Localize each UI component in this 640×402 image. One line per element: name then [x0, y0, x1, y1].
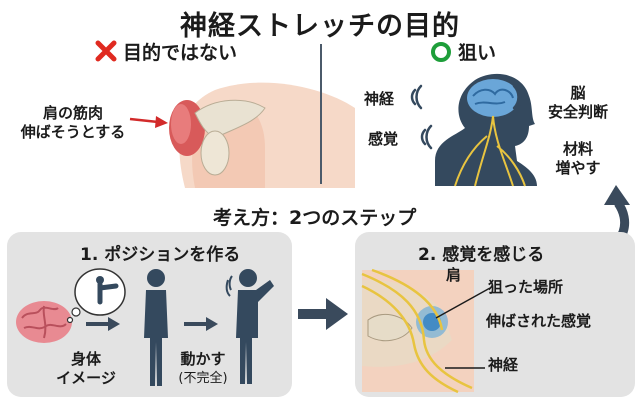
cross-icon — [95, 40, 117, 62]
divider — [320, 44, 322, 184]
signal-waves-icon — [420, 124, 433, 150]
material-line-2: 増やす — [555, 159, 601, 177]
material-line-1: 材料 — [562, 140, 593, 158]
material-label: 材料 増やす — [538, 140, 618, 178]
page-title: 神経ストレッチの目的 — [180, 11, 460, 42]
head-brain-illustration — [435, 73, 537, 187]
body-image-label: 身体 イメージ — [46, 350, 126, 388]
step2-heading: 2. 感覚を感じる — [418, 245, 545, 265]
brain-label: 脳 安全判断 — [538, 84, 618, 122]
arrow-icon — [129, 116, 168, 128]
thought-bubble — [66, 268, 126, 324]
nerve-label: 神経 — [364, 90, 395, 108]
stretched-label: 伸ばされた感覚 — [486, 312, 592, 330]
arrow-icon — [86, 317, 120, 331]
sense-label: 感覚 — [368, 130, 399, 148]
approach-heading: 考え方：2つのステップ — [213, 207, 417, 229]
body-image-line-2: イメージ — [56, 369, 116, 387]
annotation-line-2: 伸ばそうとする — [20, 123, 126, 141]
step1-heading: 1. ポジションを作る — [80, 245, 241, 265]
shoulder-label: 肩 — [446, 266, 462, 284]
aim-heading: 狙い — [458, 42, 497, 64]
brain-icon — [16, 301, 72, 343]
nerve-label-step2: 神経 — [488, 356, 519, 374]
standing-figure — [144, 269, 168, 386]
signal-waves-icon — [410, 84, 423, 110]
shoulder-muscle-illustration — [169, 82, 355, 188]
body-image-line-1: 身体 — [70, 350, 101, 368]
brain-line-2: 安全判断 — [547, 103, 608, 121]
move-line-1: 動かす — [180, 350, 226, 368]
moving-figure — [225, 269, 274, 384]
move-label: 動かす (不完全) — [158, 350, 248, 388]
shoulder-nerve-illustration — [361, 268, 474, 394]
pointer-line — [445, 367, 485, 369]
pointer-line — [435, 287, 491, 319]
arrow-icon — [184, 317, 218, 331]
target-label: 狙った場所 — [488, 278, 564, 296]
step-arrow-icon — [298, 298, 348, 330]
brain-line-1: 脳 — [570, 84, 586, 102]
move-line-2: (不完全) — [178, 371, 228, 386]
signal-waves-icon — [512, 84, 525, 110]
shoulder-annotation: 肩の筋肉 伸ばそうとする — [8, 104, 138, 142]
circle-icon — [431, 42, 451, 62]
annotation-line-1: 肩の筋肉 — [42, 104, 103, 122]
not-goal-heading: 目的ではない — [123, 42, 238, 64]
